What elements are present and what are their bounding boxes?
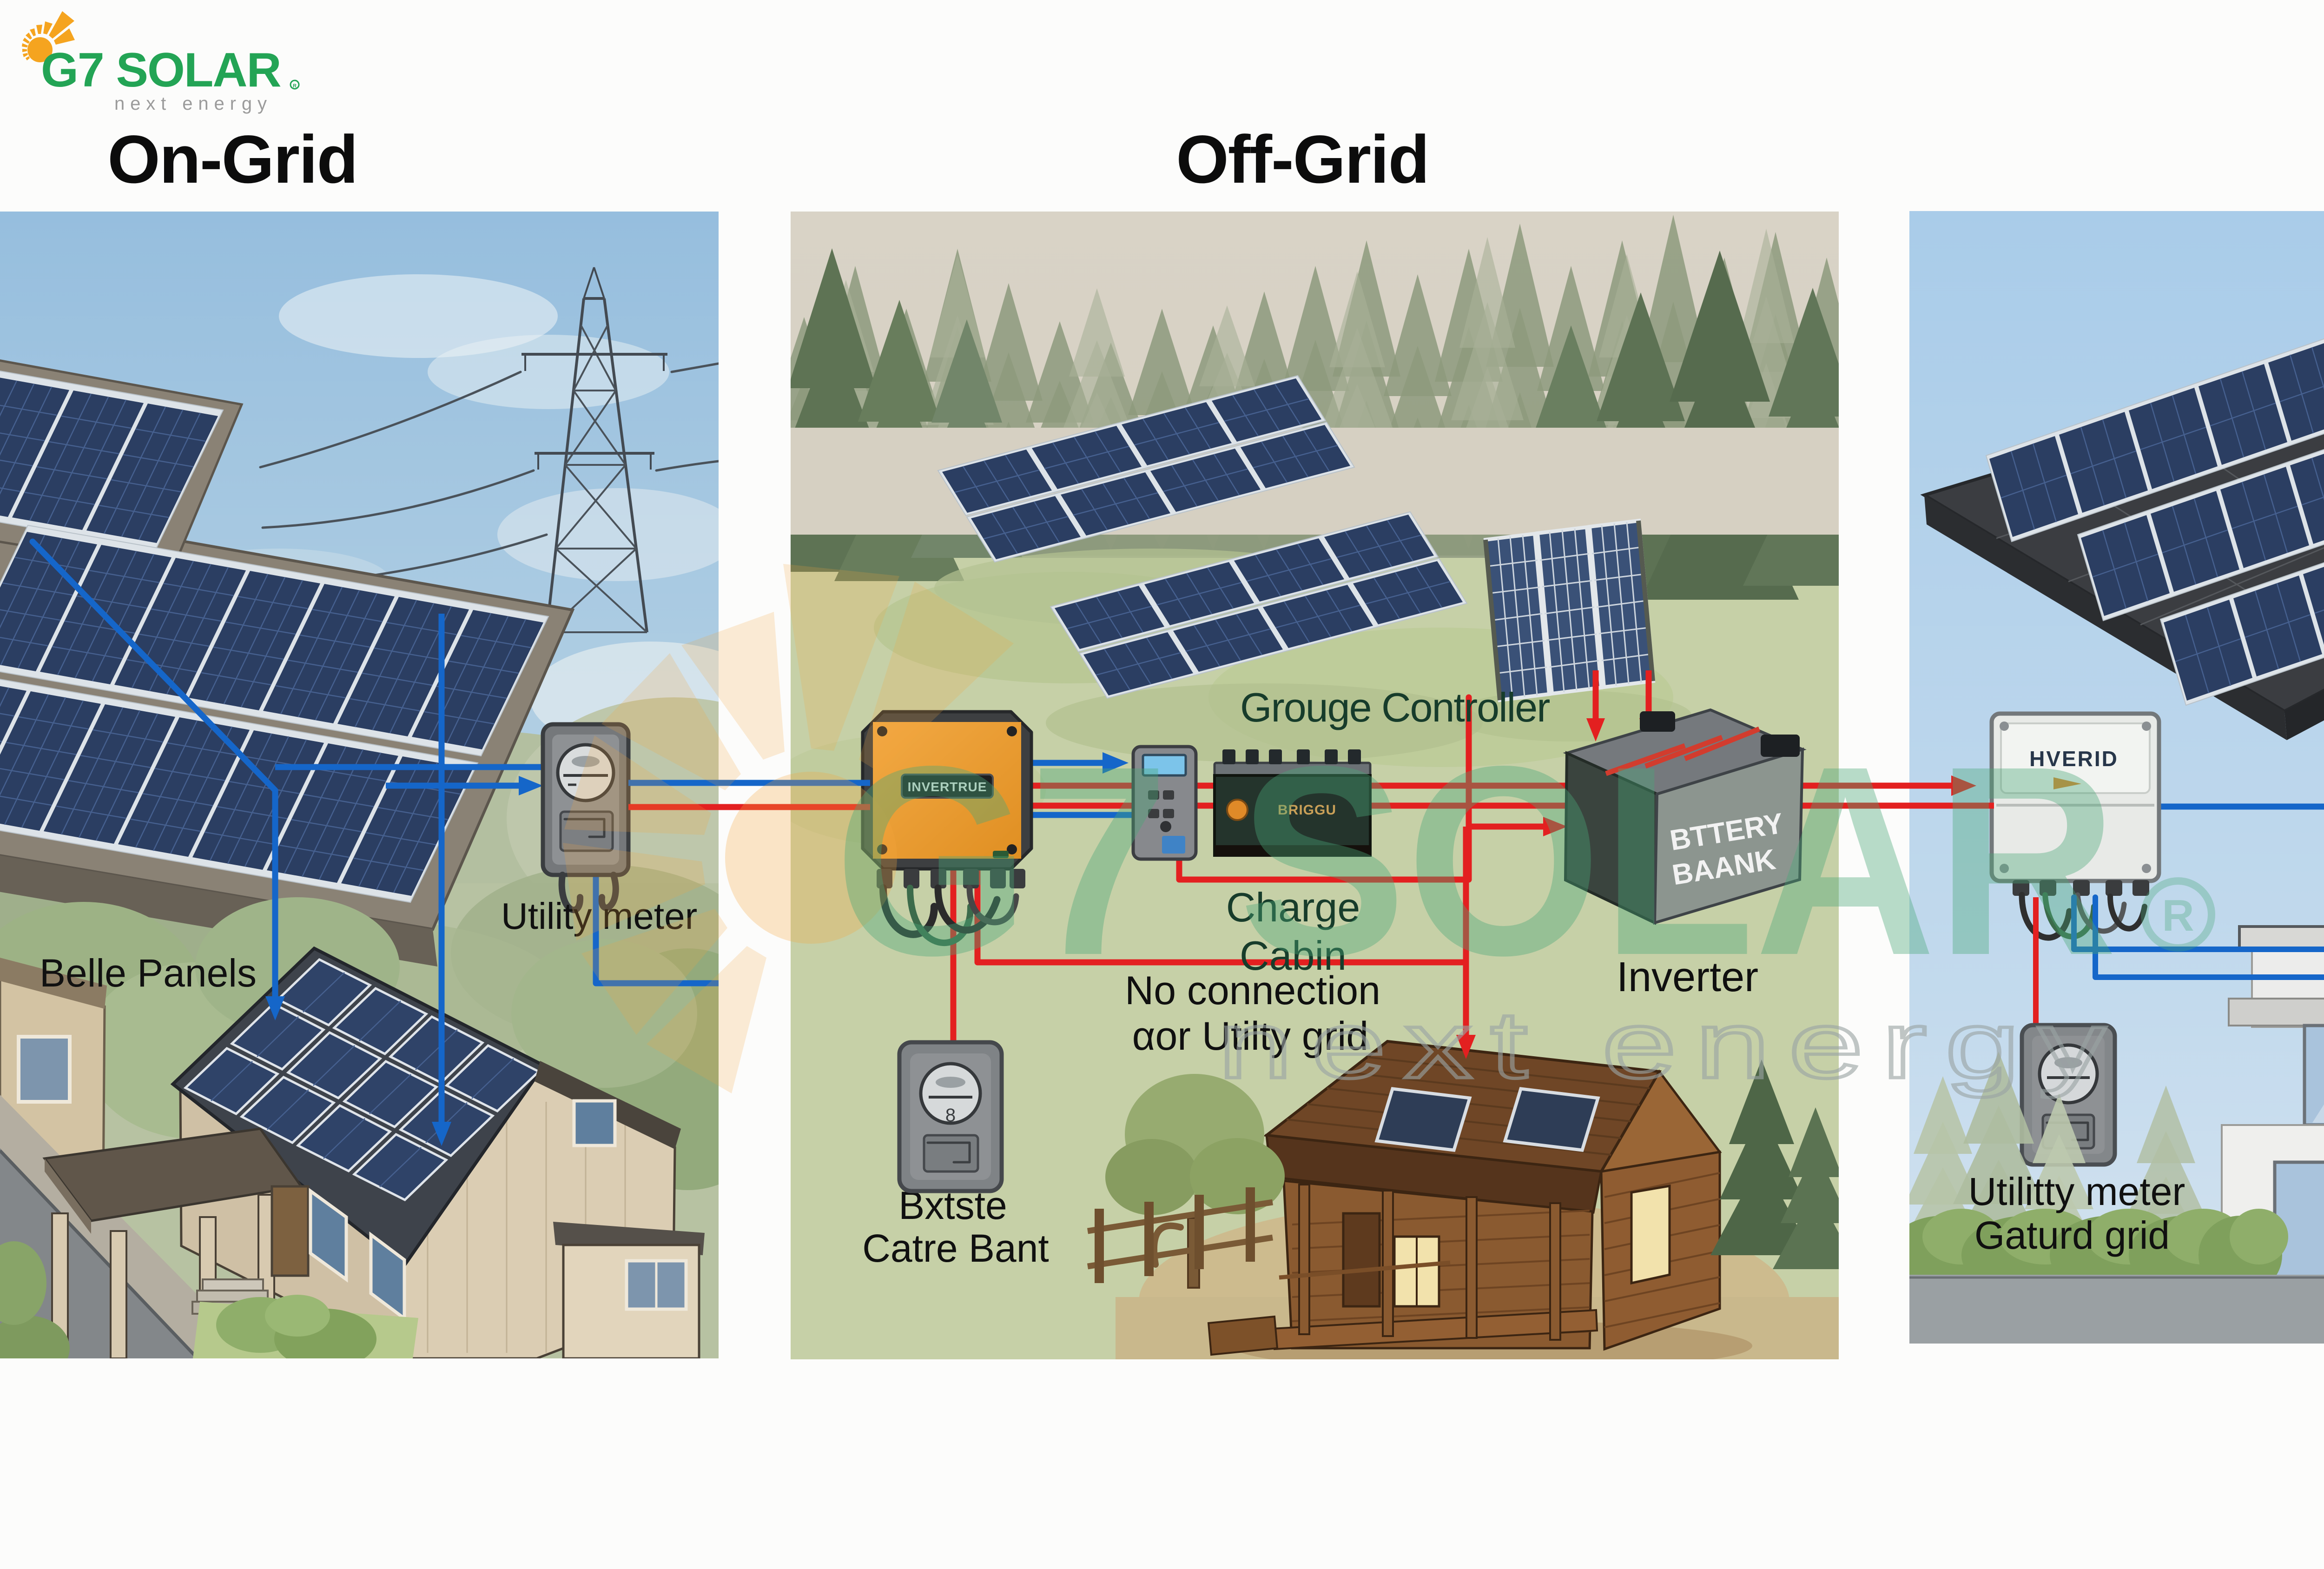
svg-text:HVERID: HVERID xyxy=(2029,747,2119,771)
svg-text:BRIGGU: BRIGGU xyxy=(1278,802,1336,818)
svg-text:Off-Grid: Off-Grid xyxy=(1176,121,1429,197)
svg-text:Utility meter: Utility meter xyxy=(501,895,697,937)
svg-text:αor Utilty grid: αor Utilty grid xyxy=(1132,1014,1368,1059)
svg-text:Grouge Controller: Grouge Controller xyxy=(1240,684,1550,730)
svg-text:G7 SOLAR: G7 SOLAR xyxy=(834,710,2117,1011)
svg-text:8: 8 xyxy=(945,1105,956,1125)
svg-text:G7 SOLAR: G7 SOLAR xyxy=(41,43,281,97)
svg-text:Charge: Charge xyxy=(1226,884,1360,930)
svg-text:INVERTRUE: INVERTRUE xyxy=(908,780,987,794)
svg-text:Catre Bant: Catre Bant xyxy=(862,1226,1049,1270)
svg-text:next energy: next energy xyxy=(1218,992,2124,1098)
svg-text:On-Grid: On-Grid xyxy=(107,121,357,197)
svg-text:next energy: next energy xyxy=(114,93,272,114)
svg-text:Gaturd grid: Gaturd grid xyxy=(1974,1213,2170,1257)
svg-text:Cabin: Cabin xyxy=(1240,933,1347,979)
svg-text:Utilitty meter: Utilitty meter xyxy=(1968,1170,2185,1213)
svg-text:R: R xyxy=(2162,891,2194,940)
svg-text:R: R xyxy=(293,83,297,89)
svg-text:No connection: No connection xyxy=(1125,968,1380,1013)
svg-text:Belle Panels: Belle Panels xyxy=(40,951,257,995)
svg-text:Inverter: Inverter xyxy=(1617,954,1758,1000)
